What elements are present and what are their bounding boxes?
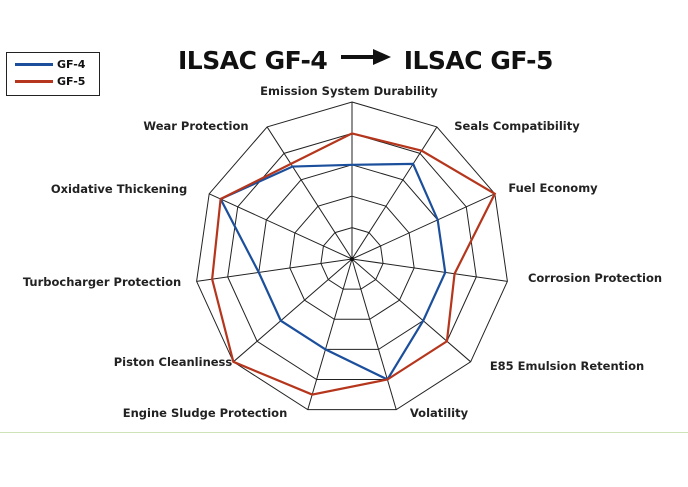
- data-point-gf-4: [280, 319, 282, 322]
- grid-ring: [289, 195, 415, 320]
- grid-spoke: [351, 258, 508, 282]
- data-point-gf-4: [444, 271, 447, 274]
- data-point-gf-4: [436, 219, 439, 221]
- grid-ring: [196, 101, 508, 411]
- divider: [0, 432, 688, 433]
- grid-spoke: [233, 258, 353, 363]
- data-point-gf-4: [257, 271, 260, 274]
- axis-label: Corrosion Protection: [527, 271, 663, 285]
- axis-label: Emission System Durability: [260, 84, 438, 98]
- legend-item-gf5: GF-5: [15, 75, 85, 88]
- axis-label: Oxidative Thickening: [50, 182, 188, 196]
- data-point-gf-5: [453, 272, 456, 275]
- axis-label: Fuel Economy: [508, 181, 598, 195]
- legend-swatch-gf5: [15, 80, 53, 83]
- data-point-gf-5: [290, 163, 292, 165]
- data-point-gf-4: [291, 165, 294, 168]
- axis-label: E85 Emulsion Retention: [489, 359, 645, 373]
- data-point-gf-5: [232, 361, 235, 363]
- grid-spoke: [196, 258, 353, 282]
- data-point-gf-5: [211, 278, 213, 280]
- data-point-gf-5: [446, 340, 448, 343]
- data-point-gf-4: [351, 164, 353, 166]
- grid-spoke: [208, 193, 353, 260]
- series-gf-5: [211, 132, 497, 396]
- grid-spoke: [351, 126, 438, 260]
- arrow-right-icon: [341, 49, 392, 65]
- title-right: ILSAC GF-5: [403, 45, 554, 75]
- data-point-gf-5: [351, 132, 353, 135]
- center-point: [350, 257, 354, 261]
- axis-label: Volatility: [409, 406, 469, 420]
- grid-ring: [320, 227, 384, 290]
- legend: GF-4 GF-5: [6, 52, 100, 96]
- data-point-gf-4: [324, 348, 327, 351]
- data-point-gf-5: [386, 378, 389, 381]
- legend-label-gf5: GF-5: [57, 75, 86, 88]
- data-point-gf-5: [219, 198, 222, 200]
- data-point-gf-4: [422, 319, 424, 322]
- title-left: ILSAC GF-4: [178, 45, 328, 75]
- data-point-gf-5: [420, 149, 423, 152]
- grid-spoke: [266, 126, 353, 260]
- grid-spoke: [351, 193, 496, 260]
- axis-label: Turbocharger Protection: [22, 275, 182, 289]
- grid-ring: [227, 132, 477, 381]
- grid-spoke: [307, 258, 353, 410]
- series-gf-4: [219, 162, 447, 381]
- data-point-gf-5: [311, 393, 313, 396]
- data-point-gf-4: [412, 163, 414, 165]
- legend-label-gf4: GF-4: [57, 58, 86, 71]
- legend-item-gf4: GF-4: [15, 58, 85, 71]
- axis-label: Engine Sludge Protection: [122, 406, 288, 420]
- chart-title: ILSAC GF-4 ILSAC GF-5: [178, 44, 553, 75]
- grid-spoke: [351, 258, 471, 363]
- axis-label: Seals Compatibility: [454, 119, 580, 133]
- grid-spoke: [351, 258, 397, 410]
- data-point-gf-5: [494, 192, 496, 195]
- axis-label: Wear Protection: [143, 119, 249, 133]
- grid-ring: [258, 164, 446, 350]
- axis-label: Piston Cleanliness: [113, 355, 233, 369]
- legend-swatch-gf4: [15, 63, 53, 66]
